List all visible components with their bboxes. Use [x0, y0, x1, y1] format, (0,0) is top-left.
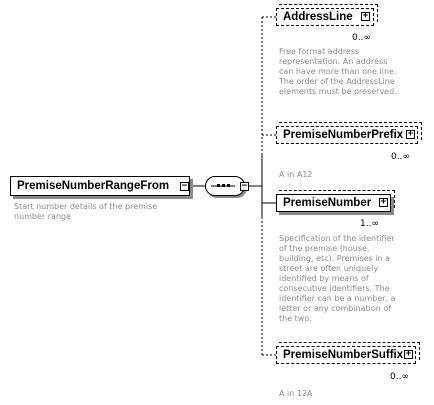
child-description: A in A12 — [279, 170, 313, 179]
child-element-name: AddressLine — [283, 11, 353, 23]
root-element-box[interactable]: PremiseNumberRangeFrom − — [10, 176, 190, 196]
expand-icon[interactable]: + — [406, 129, 415, 139]
sequence-collapse-icon[interactable]: − — [240, 181, 249, 191]
child-cardinality: 0..∞ — [352, 33, 371, 43]
expand-icon[interactable]: + — [379, 197, 388, 207]
child-description: Specification of the identifier of the p… — [279, 234, 396, 323]
child-cardinality: 0..∞ — [390, 372, 409, 382]
child-element-premise-number[interactable]: PremiseNumber + — [276, 190, 395, 212]
child-cardinality: 0..∞ — [391, 152, 410, 162]
child-element-address-line[interactable]: AddressLine + — [276, 4, 378, 26]
root-element-description: Start number details of the premise numb… — [14, 202, 158, 221]
child-description: Free format address representation. An a… — [279, 47, 397, 96]
collapse-icon[interactable]: − — [180, 181, 189, 191]
child-element-premise-number-prefix[interactable]: PremiseNumberPrefix + — [276, 122, 422, 144]
sequence-icon — [211, 184, 235, 187]
child-element-name: PremiseNumberPrefix — [283, 129, 404, 141]
child-description: A in 12A — [279, 389, 313, 398]
root-element-name: PremiseNumberRangeFrom — [17, 180, 170, 192]
sequence-compositor[interactable]: − — [205, 176, 249, 196]
expand-icon[interactable]: + — [361, 11, 370, 21]
child-element-name: PremiseNumber — [283, 197, 372, 209]
expand-icon[interactable]: + — [404, 349, 413, 359]
child-element-name: PremiseNumberSuffix — [283, 349, 404, 361]
child-cardinality: 1..∞ — [360, 219, 379, 229]
child-element-premise-number-suffix[interactable]: PremiseNumberSuffix + — [276, 342, 420, 364]
